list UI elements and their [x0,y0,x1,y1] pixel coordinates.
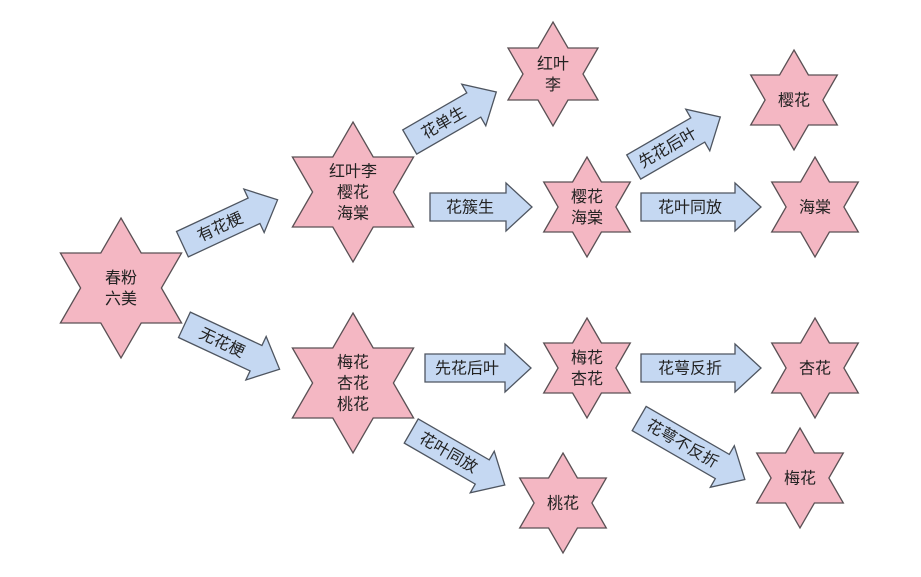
arrow-shape [401,83,498,156]
arrow-sepal-not-reflexed: 花萼不反折 [631,405,746,489]
star-label: 樱花 [571,187,603,206]
star-node-haitang: 海棠 [770,155,860,259]
arrow-has-stalk: 有花梗 [175,187,279,258]
star-label: 春粉 [105,268,137,287]
star-shape [59,216,183,360]
star-node-yinghua: 樱花 [749,48,839,152]
arrow-shape [625,108,722,181]
star-label: 红叶 [537,54,569,73]
star-label: 李 [545,75,561,94]
arrow-shape [175,187,279,258]
arrow-label: 花萼反折 [658,359,722,378]
arrow-flower-with-leaf-low: 花叶同放 [403,417,506,494]
arrow-no-stalk: 无花梗 [177,311,281,382]
star-label: 梅花 [571,348,603,367]
arrow-sepal-reflexed: 花萼反折 [640,342,762,394]
arrow-shape [429,181,533,233]
arrow-shape [424,342,532,394]
star-label: 梅花 [784,469,816,488]
star-shape [518,451,608,555]
arrow-shape [640,342,762,394]
arrow-flower-with-leaf-top: 花叶同放 [640,181,762,233]
arrow-clustered: 花簇生 [429,181,533,233]
arrow-label: 花叶同放 [658,198,722,217]
star-label: 樱花 [778,91,810,110]
star-label: 六美 [105,289,137,308]
star-node-xinghua: 杏花 [770,316,860,420]
star-node-meihua: 梅花 [755,426,845,530]
star-label: 红叶李 [329,162,377,181]
arrow-flower-before-leaf-mid: 先花后叶 [424,342,532,394]
star-shape [506,20,600,128]
arrow-label: 先花后叶 [435,359,499,378]
star-shape [749,48,839,152]
star-shape [755,426,845,530]
star-label: 梅花 [337,353,369,372]
arrow-flower-before-leaf-top: 先花后叶 [625,108,722,181]
arrow-shape [631,405,746,489]
star-shape [542,316,632,420]
arrow-shape [640,181,762,233]
arrow-shape [177,311,281,382]
star-label: 杏花 [337,374,369,393]
arrow-single-flower: 花单生 [401,83,498,156]
star-shape [542,155,632,259]
star-shape [291,120,415,264]
star-label: 海棠 [571,208,603,227]
arrow-shape [403,417,506,494]
star-shape [770,316,860,420]
star-node-taohua: 桃花 [518,451,608,555]
star-label: 杏花 [571,369,603,388]
star-label: 杏花 [799,359,831,378]
star-label: 桃花 [547,494,579,513]
star-label: 海棠 [799,198,831,217]
star-label: 桃花 [337,395,369,414]
star-shape [291,311,415,455]
star-shape [770,155,860,259]
arrow-label: 花簇生 [446,198,494,217]
star-label: 海棠 [337,204,369,223]
star-node-hongyeli: 红叶李 [506,20,600,128]
star-label: 樱花 [337,183,369,202]
